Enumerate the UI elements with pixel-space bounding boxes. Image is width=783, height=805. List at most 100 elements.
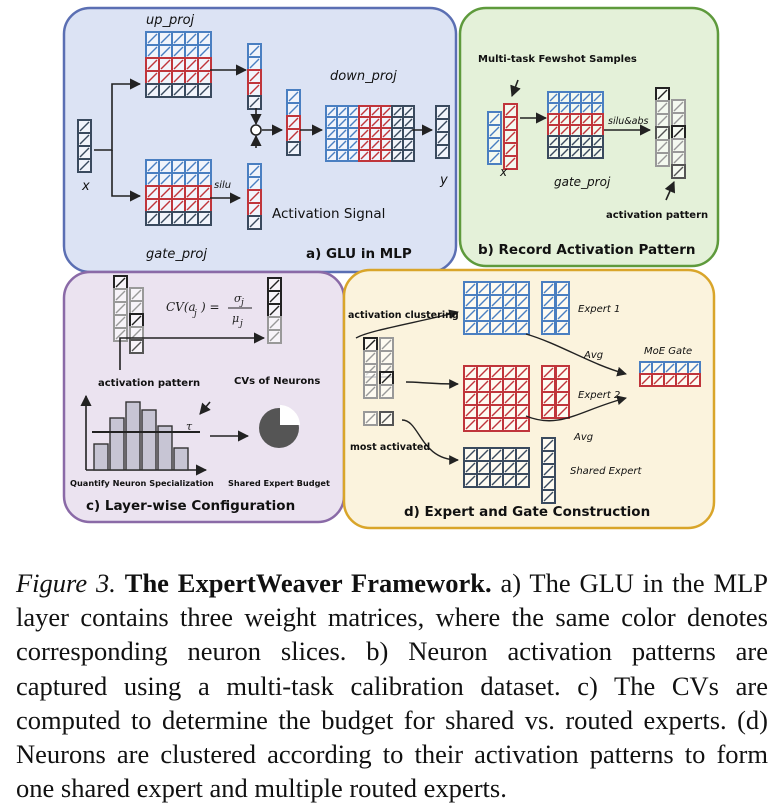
budget-label: Shared Expert Budget [228,478,330,488]
hidden-cell-hatch [288,143,299,154]
pattern-c-cell-1-hatch [115,303,126,314]
down-proj-cell-hatch [404,129,413,138]
gate-proj-b-cell-hatch [593,115,602,124]
expert1-cell-hatch [504,283,515,294]
cv-cell-hatch [269,279,280,290]
down-proj-cell-hatch [349,118,358,127]
cluster-cell-3-hatch [365,386,376,397]
expert1-cell-hatch [504,322,515,333]
tau-label: τ [186,420,193,433]
gate-proj-cell-hatch [199,213,210,224]
pattern-c-cell-1-hatch [115,277,126,288]
gate-proj-cell-hatch [147,200,158,211]
shared-expert-label: Shared Expert [570,466,642,477]
expert2-cell-hatch [465,419,476,430]
expert2-cell-hatch [504,406,515,417]
gate-proj-cell-hatch [173,187,184,198]
down-proj-cell-hatch [327,107,336,116]
gate-proj-b-cell-hatch [571,126,580,135]
cvs-label: CVs of Neurons [234,376,320,387]
panel-c-title: c) Layer-wise Configuration [86,498,295,514]
up-proj-cell-hatch [147,72,158,83]
expert1-col-a-hatch [543,309,554,320]
moe-gate-cell-hatch [641,363,651,373]
expert2-col-a-hatch [543,367,554,378]
avg-label-2: Avg [573,432,593,443]
multiply-node [250,124,262,136]
pattern-b-cell-1-hatch [657,154,668,165]
expert2-cell-hatch [465,406,476,417]
caption-title: The ExpertWeaver Framework. [124,568,492,598]
gate-out-cell-hatch [249,165,260,176]
gate-proj-b-cell-hatch [582,126,591,135]
moe-gate-cell-hatch [653,375,663,385]
up-proj-cell-hatch [186,85,197,96]
y-cell-hatch [437,146,448,157]
expert1-cell-hatch [465,309,476,320]
shared-cell-hatch [478,475,489,486]
sample-cell-red-hatch [505,157,516,168]
cluster-cell-4-hatch [381,373,392,384]
formula-eq: ) = [200,300,220,314]
gate-proj-b-cell-hatch [560,104,569,113]
shared-cell-hatch [504,462,515,473]
expert2-cell-hatch [517,380,528,391]
gate-proj-cell-hatch [147,187,158,198]
cv-cell-hatch [269,305,280,316]
gate-proj-cell-hatch [186,174,197,185]
expert2-cell-hatch [478,419,489,430]
shared-cell-hatch [517,462,528,473]
up-proj-cell-hatch [199,33,210,44]
gate-proj-b-cell-hatch [549,137,558,146]
panel-d-title: d) Expert and Gate Construction [404,504,650,520]
gate-proj-b-cell-hatch [560,93,569,102]
up-proj-cell-hatch [147,59,158,70]
down-proj-cell-hatch [360,118,369,127]
hidden-cell-hatch [288,91,299,102]
gate-proj-b-cell-hatch [582,93,591,102]
x-label-a: x [81,179,90,194]
gate-proj-cell-hatch [186,200,197,211]
up-proj-cell-hatch [199,85,210,96]
up-out-cell-hatch [249,45,260,56]
gate-proj-b-cell-hatch [582,104,591,113]
pattern-c-cell-2-hatch [131,341,142,352]
expert2-cell-hatch [517,406,528,417]
cv-cell-hatch [269,292,280,303]
panel-b-title: b) Record Activation Pattern [478,242,695,258]
gate-proj-b-cell-hatch [571,93,580,102]
down-proj-cell-hatch [382,140,391,149]
up-out-cell-hatch [249,97,260,108]
gate-proj-cell-hatch [173,213,184,224]
y-label-a: y [439,173,448,188]
panel-b-arrows [510,79,676,201]
gate-proj-b-cell-hatch [593,137,602,146]
formula-den: μ [232,312,239,325]
pattern-b-cell-1-hatch [657,102,668,113]
gate-proj-b-cell-hatch [560,137,569,146]
moe-gate-cell-hatch [677,363,687,373]
up-proj-cell-hatch [186,33,197,44]
down-proj-cell-hatch [327,129,336,138]
pattern-b-cell-2-hatch [673,153,684,164]
down-proj-cell-hatch [360,140,369,149]
moe-gate-cell-hatch [665,375,675,385]
expert1-cell-hatch [465,283,476,294]
sample-cell-red-hatch [505,118,516,129]
moe-gate-cell-hatch [653,363,663,373]
down-proj-cell-hatch [371,118,380,127]
down-proj-cell-hatch [338,129,347,138]
shared-cell-hatch [465,475,476,486]
up-proj-cell-hatch [173,59,184,70]
pattern-c-cell-2-hatch [131,302,142,313]
caption-label: Figure 3. [16,568,116,598]
down-proj-cell-hatch [360,107,369,116]
shared-cell-hatch [504,475,515,486]
up-proj-cell-hatch [199,46,210,57]
gate-proj-b-cell-hatch [571,148,580,157]
gate-proj-cell-hatch [186,187,197,198]
pattern-c-cell-1-hatch [115,290,126,301]
gate-proj-cell-hatch [199,161,210,172]
shared-col-hatch [543,465,554,476]
up-proj-cell-hatch [160,85,171,96]
